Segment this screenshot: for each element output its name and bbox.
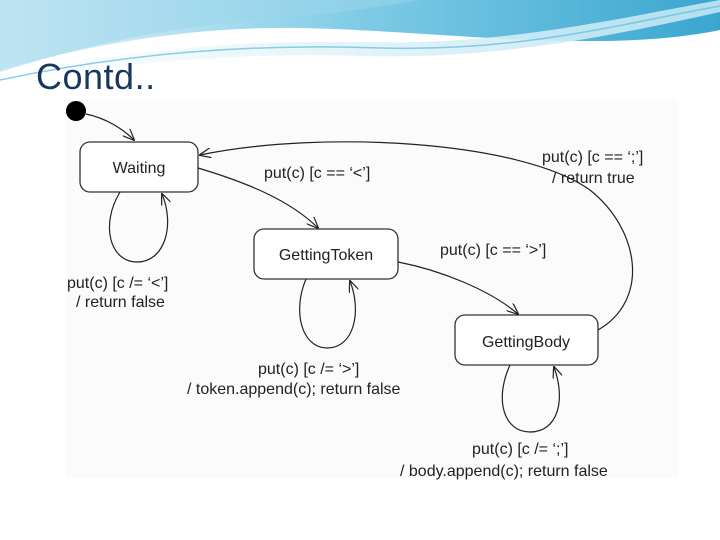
label-waiting-self-action: / return false xyxy=(76,294,165,311)
state-waiting-label: Waiting xyxy=(113,160,166,177)
header-swoosh-front xyxy=(0,0,720,84)
transition-waiting-to-token xyxy=(197,167,318,228)
label-token-self-guard: put(c) [c /= ‘>’] xyxy=(258,361,359,378)
state-getting-token: GettingToken xyxy=(253,228,399,280)
state-getting-body: GettingBody xyxy=(454,314,599,366)
self-loop-waiting xyxy=(108,192,167,263)
header-swoosh-line xyxy=(0,5,720,81)
label-waiting-self-guard: put(c) [c /= ‘<’] xyxy=(67,275,168,292)
label-token-self-action: / token.append(c); return false xyxy=(187,381,401,398)
header-banner xyxy=(0,0,720,84)
label-body-to-waiting-guard: put(c) [c == ‘;’] xyxy=(542,149,643,166)
state-waiting: Waiting xyxy=(79,141,199,193)
state-getting-body-label: GettingBody xyxy=(482,334,570,351)
self-loop-body xyxy=(501,365,559,433)
slide-title: Contd.. xyxy=(36,56,156,97)
initial-state-dot xyxy=(66,101,86,121)
self-loop-token xyxy=(299,279,356,349)
transition-token-to-body xyxy=(397,261,518,314)
header-swoosh-highlight xyxy=(0,0,420,72)
initial-transition-arrow xyxy=(85,113,134,140)
label-body-to-waiting-action: / return true xyxy=(552,170,635,187)
label-token-to-body: put(c) [c == ‘>’] xyxy=(440,242,546,259)
label-body-self-guard: put(c) [c /= ‘;’] xyxy=(472,441,568,458)
label-waiting-to-token: put(c) [c == ‘<’] xyxy=(264,165,370,182)
state-getting-token-label: GettingToken xyxy=(279,247,373,264)
label-body-self-action: / body.append(c); return false xyxy=(400,463,608,480)
transition-body-to-waiting xyxy=(200,141,634,331)
